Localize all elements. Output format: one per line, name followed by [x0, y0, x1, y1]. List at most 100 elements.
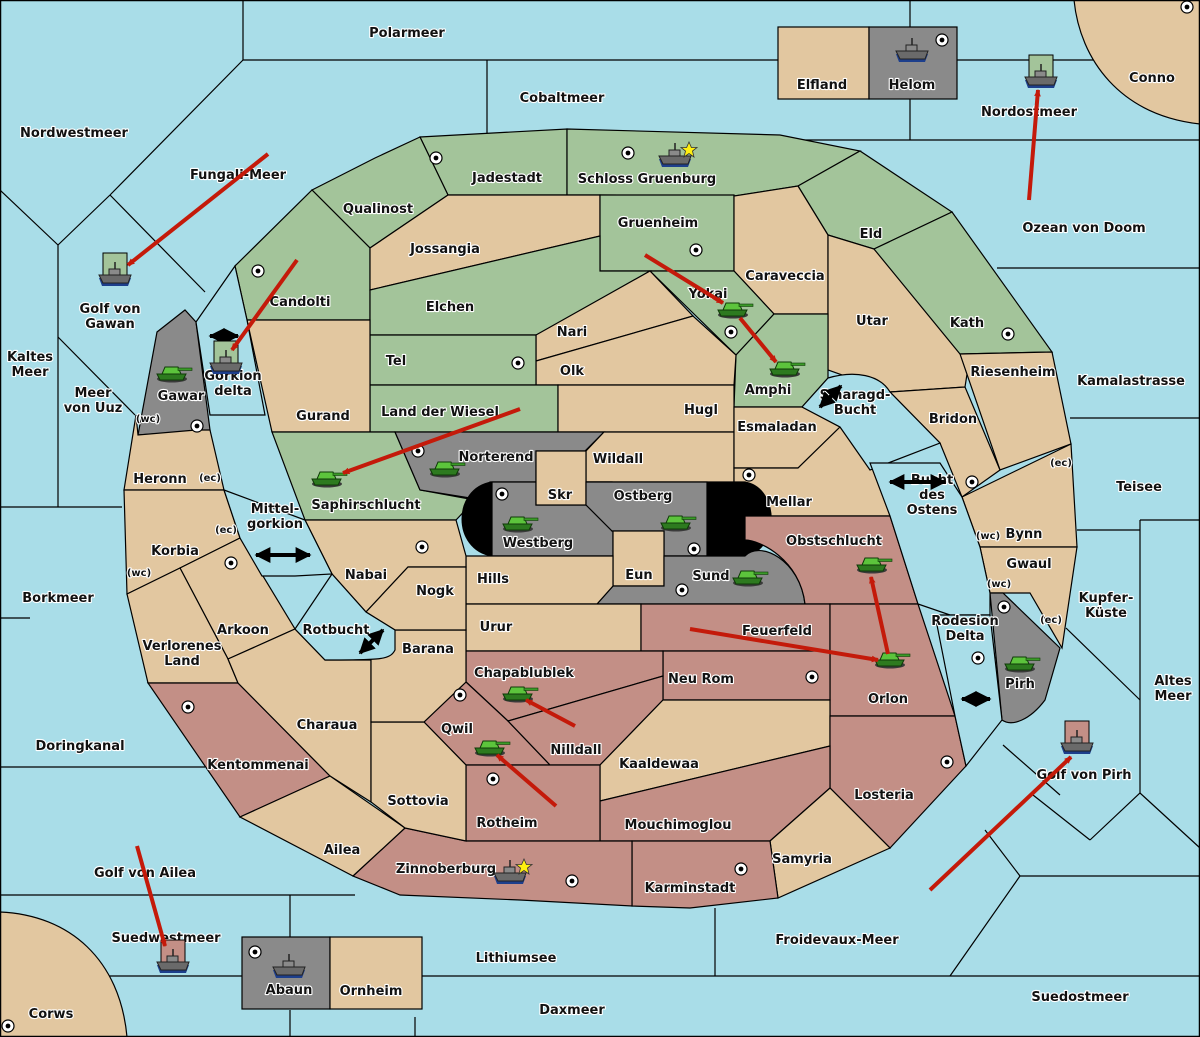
supply-center-icon: [248, 945, 262, 959]
supply-center-icon: [1180, 0, 1194, 14]
label-nordostmeer: Nordostmeer: [981, 105, 1078, 120]
label-ailea: Ailea: [324, 843, 361, 858]
province-zinnoberburg: [351, 827, 633, 907]
province-eun: [612, 530, 665, 587]
supply-center-icon: [511, 356, 525, 370]
label-korbia: Korbia: [151, 544, 199, 559]
label-nordwestmeer: Nordwestmeer: [20, 126, 128, 141]
label-olk: Olk: [560, 364, 585, 379]
label-hills: Hills: [477, 572, 509, 587]
fleet-unit-golf-von-pirh[interactable]: [1060, 720, 1094, 755]
label-pirh: Pirh: [1005, 677, 1035, 692]
order-arrow-yokai-to-amphi: [738, 316, 778, 364]
label-abaun: Abaun: [266, 983, 313, 998]
strait-connectors: [208, 328, 992, 707]
label-nogk: Nogk: [416, 584, 454, 599]
coast-tag: (ec): [199, 473, 221, 484]
label-candolti: Candolti: [270, 295, 331, 310]
label-barana: Barana: [402, 642, 454, 657]
supply-center-icon: [997, 600, 1011, 614]
label-bynn: Bynn: [1006, 527, 1043, 542]
label-kamalastrasse: Kamalastrasse: [1077, 374, 1185, 389]
label-kaaldewaa: Kaaldewaa: [619, 757, 699, 772]
label-gawar: Gawar: [158, 389, 205, 404]
coast-tag: (ec): [1040, 615, 1062, 626]
fleet-unit-suedwestmeer[interactable]: [156, 939, 190, 974]
label-samyria: Samyria: [772, 852, 832, 867]
supply-center-icon: [565, 874, 579, 888]
label-charaua: Charaua: [297, 718, 358, 733]
label-ornheim: Ornheim: [340, 984, 403, 999]
label-eun: Eun: [625, 568, 652, 583]
units: [98, 37, 1094, 979]
supply-center-icon: [224, 556, 238, 570]
supply-center-icon: [675, 583, 689, 597]
fleet-unit-schloss-gruenburg[interactable]: [658, 140, 699, 168]
order-arrow-nilldall-to-chapablublek: [526, 698, 576, 728]
label-qwil: Qwil: [441, 722, 473, 737]
fleet-unit-golf-von-gawan[interactable]: [98, 252, 132, 287]
label-nabai: Nabai: [345, 568, 387, 583]
label-nilldall: Nilldall: [550, 743, 601, 758]
label-westberg: Westberg: [503, 536, 573, 551]
label-borkmeer: Borkmeer: [22, 591, 94, 606]
label-gurand: Gurand: [296, 409, 350, 424]
supply-center-icon: [429, 151, 443, 165]
order-arrow-gruenheim-to-yokai: [643, 253, 723, 305]
order-arrow-suedostmeer-to-golf-von-pirh: [928, 755, 1073, 892]
province-ornheim: [329, 936, 423, 1010]
label-chapablublek: Chapablublek: [474, 666, 574, 681]
label-skr: Skr: [548, 488, 573, 503]
province-corws: [0, 911, 128, 1037]
supply-center-icon: [190, 419, 204, 433]
label-schloss-gruenburg: Schloss Gruenburg: [578, 172, 716, 187]
label-kentommenai: Kentommenai: [207, 758, 308, 773]
supply-center-icon: [495, 487, 509, 501]
label-elfland: Elfland: [797, 78, 847, 93]
supply-center-icon: [940, 755, 954, 769]
label-zinnoberburg: Zinnoberburg: [396, 862, 496, 877]
label-nari: Nari: [557, 325, 588, 340]
label-wildall: Wildall: [593, 452, 643, 467]
label-saphirschlucht: Saphirschlucht: [311, 498, 420, 513]
label-suedwestmeer: Suedwestmeer: [111, 931, 221, 946]
supply-center-icon: [935, 33, 949, 47]
label-neu-rom: Neu Rom: [668, 672, 734, 687]
label-obstschlucht: Obstschlucht: [786, 534, 882, 549]
label-amphi: Amphi: [745, 383, 792, 398]
label-orlon: Orlon: [868, 692, 908, 707]
label-feuerfeld: Feuerfeld: [742, 624, 812, 639]
order-arrow-golf-von-ailea-to-suedwestmeer: [135, 845, 167, 946]
coast-tag: (wc): [127, 568, 151, 579]
fleet-unit-zinnoberburg[interactable]: [493, 857, 534, 885]
label-daxmeer: Daxmeer: [539, 1003, 605, 1018]
label-kupfer-k-ste: Kupfer-Küste: [1079, 591, 1134, 621]
label-conno: Conno: [1129, 71, 1175, 86]
label-riesenheim: Riesenheim: [970, 365, 1055, 380]
label-elchen: Elchen: [426, 300, 474, 315]
province-skr: [535, 450, 587, 506]
label-sottovia: Sottovia: [387, 794, 448, 809]
label-golf-von-pirh: Golf von Pirh: [1036, 768, 1131, 783]
label-gwaul: Gwaul: [1006, 557, 1051, 572]
label-ostberg: Ostberg: [614, 489, 673, 504]
supply-center-icon: [971, 651, 985, 665]
supply-center-icon: [621, 146, 635, 160]
label-ozean-von-doom: Ozean von Doom: [1022, 221, 1145, 236]
supply-center-icon: [251, 264, 265, 278]
supply-center-icon: [687, 542, 701, 556]
order-arrow-ozean-von-doom-to-nordostmeer: [1027, 90, 1038, 201]
province-labels: PolarmeerCobaltmeerNordwestmeerFungali-M…: [6, 25, 1193, 1023]
province-conno: [1073, 0, 1200, 125]
supply-center-icon: [181, 700, 195, 714]
label-norterend: Norterend: [458, 450, 533, 465]
fleet-unit-nordostmeer[interactable]: [1024, 54, 1058, 89]
label-mellar: Mellar: [766, 495, 812, 510]
label-bridon: Bridon: [929, 412, 977, 427]
